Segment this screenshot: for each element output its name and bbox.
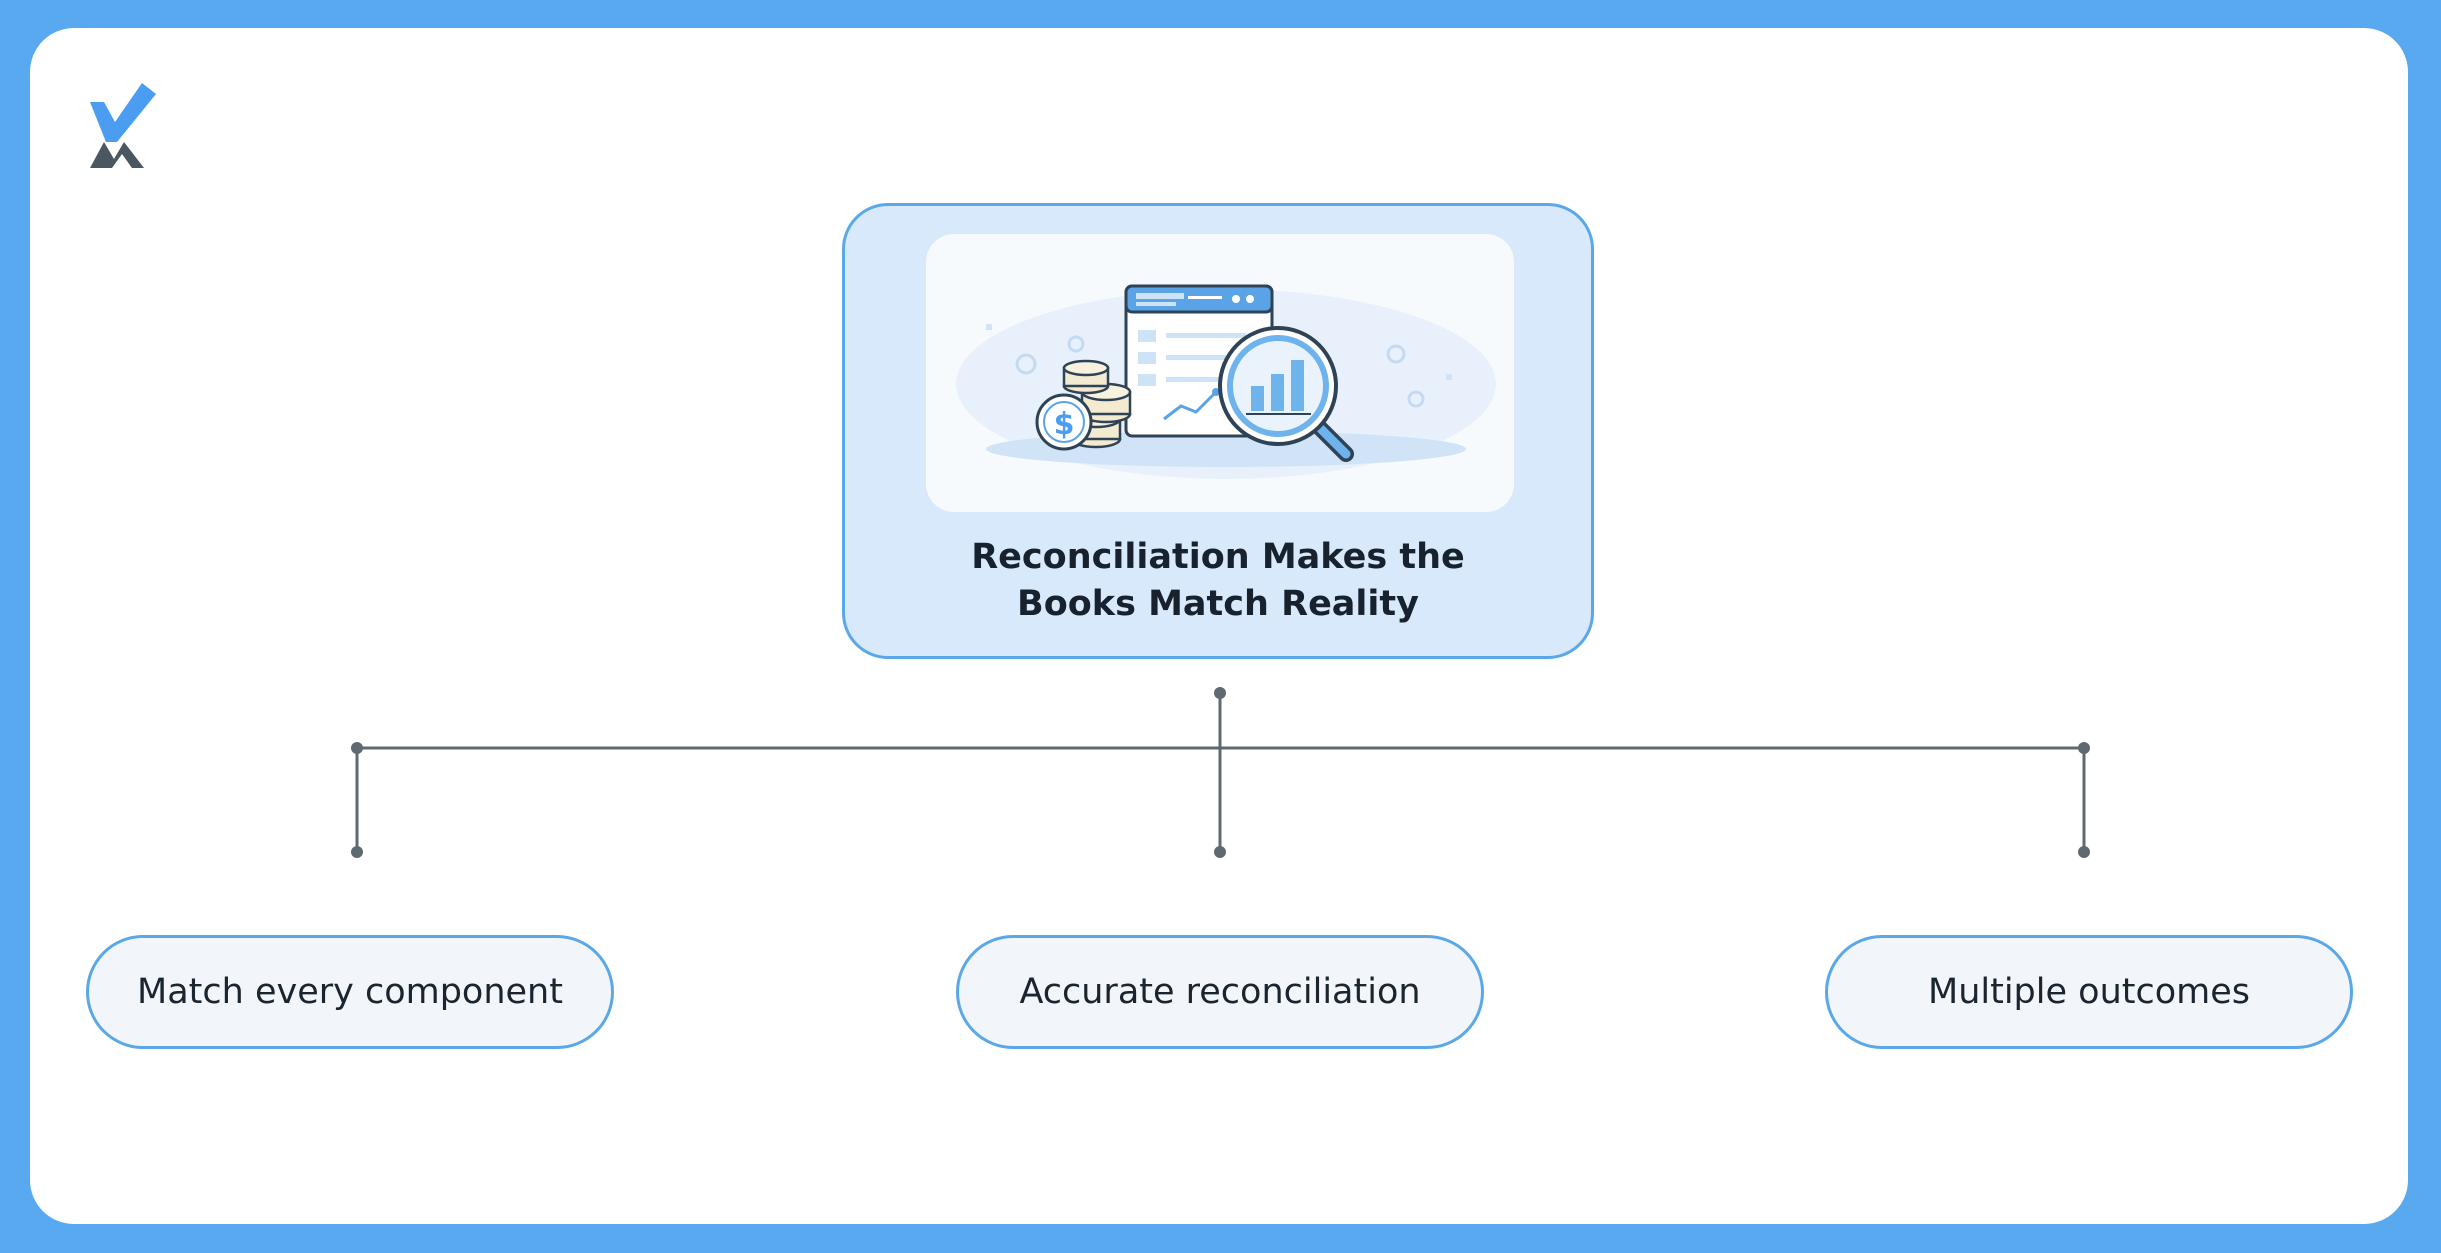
magnifier-icon <box>1218 326 1354 462</box>
svg-text:$: $ <box>1054 407 1075 442</box>
root-title-line-1: Reconciliation Makes the <box>971 537 1465 577</box>
checkmark-logo-icon <box>90 83 156 168</box>
leaf-node-match-every-component: Match every component <box>86 935 614 1049</box>
root-node: $ Reconciliation Makes the Books Match R… <box>842 203 1594 659</box>
document-magnifier-coins-illustration: $ <box>926 234 1514 512</box>
leaf-label: Multiple outcomes <box>1928 972 2250 1012</box>
leaf-node-multiple-outcomes: Multiple outcomes <box>1825 935 2353 1049</box>
leaf-node-accurate-reconciliation: Accurate reconciliation <box>956 935 1484 1049</box>
root-title-line-2: Books Match Reality <box>1017 584 1419 624</box>
leaf-label: Match every component <box>137 972 563 1012</box>
dollar-coin-icon: $ <box>1035 393 1093 451</box>
root-title: Reconciliation Makes the Books Match Rea… <box>845 534 1591 628</box>
leaf-label: Accurate reconciliation <box>1019 972 1421 1012</box>
